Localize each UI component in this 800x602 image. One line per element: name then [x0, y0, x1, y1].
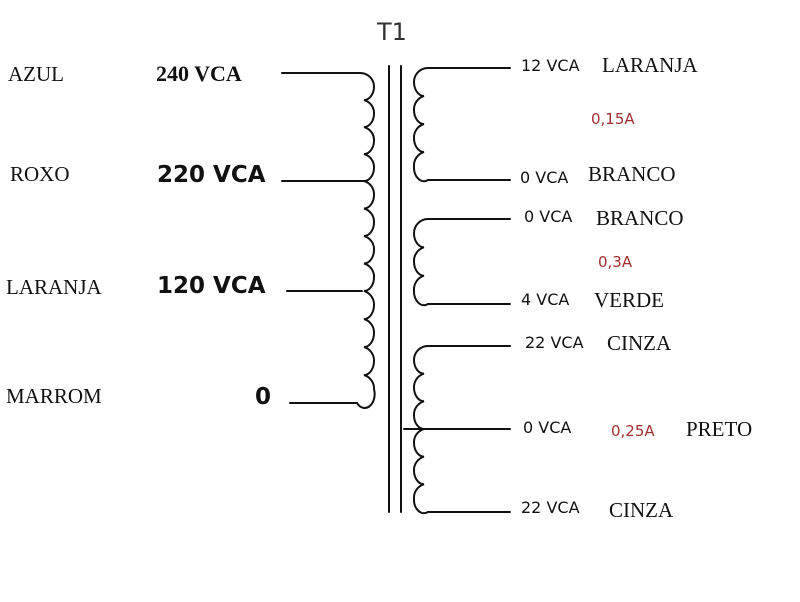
secondary-wire-color-w3-center: PRETO — [686, 417, 753, 441]
secondary-voltage-w3-top: 22 VCA — [525, 333, 584, 352]
secondary-voltage-w1-bottom: 0 VCA — [520, 168, 569, 187]
secondary-wire-color-w1-bottom: BRANCO — [588, 162, 676, 186]
transformer-label: T1 — [377, 18, 407, 46]
secondary-voltage-w1-top: 12 VCA — [521, 56, 580, 75]
primary-winding — [356, 72, 376, 409]
primary-wire-color-3: LARANJA — [6, 275, 102, 299]
secondary-wire-color-w3-bottom: CINZA — [609, 498, 674, 522]
primary-wire-color-4: MARROM — [6, 384, 102, 408]
secondary-wire-color-w2-top: BRANCO — [596, 206, 684, 230]
primary-wire-color-1: AZUL — [8, 62, 64, 86]
secondary-voltage-w3-center: 0 VCA — [523, 418, 572, 437]
secondary-current-w1: 0,15A — [591, 110, 635, 128]
primary-wire-color-2: ROXO — [10, 162, 70, 186]
secondary-winding-2 — [412, 218, 429, 307]
secondary-wire-color-w1-top: LARANJA — [602, 53, 698, 77]
primary-voltage-3: 120 VCA — [157, 273, 266, 299]
secondary-wire-color-w2-bottom: VERDE — [594, 288, 664, 312]
primary-voltage-2: 220 VCA — [157, 162, 266, 188]
secondary-winding-3 — [412, 345, 429, 515]
primary-voltage-4: 0 — [255, 384, 272, 410]
secondary-winding-1 — [412, 67, 429, 183]
secondary-voltage-w2-top: 0 VCA — [524, 207, 573, 226]
secondary-voltage-w3-bottom: 22 VCA — [521, 498, 580, 517]
secondary-current-w3: 0,25A — [611, 422, 655, 440]
secondary-voltage-w2-bottom: 4 VCA — [521, 290, 570, 309]
secondary-wire-color-w3-top: CINZA — [607, 331, 672, 355]
secondary-current-w2: 0,3A — [598, 253, 633, 271]
primary-voltage-1: 240 VCA — [156, 61, 242, 86]
